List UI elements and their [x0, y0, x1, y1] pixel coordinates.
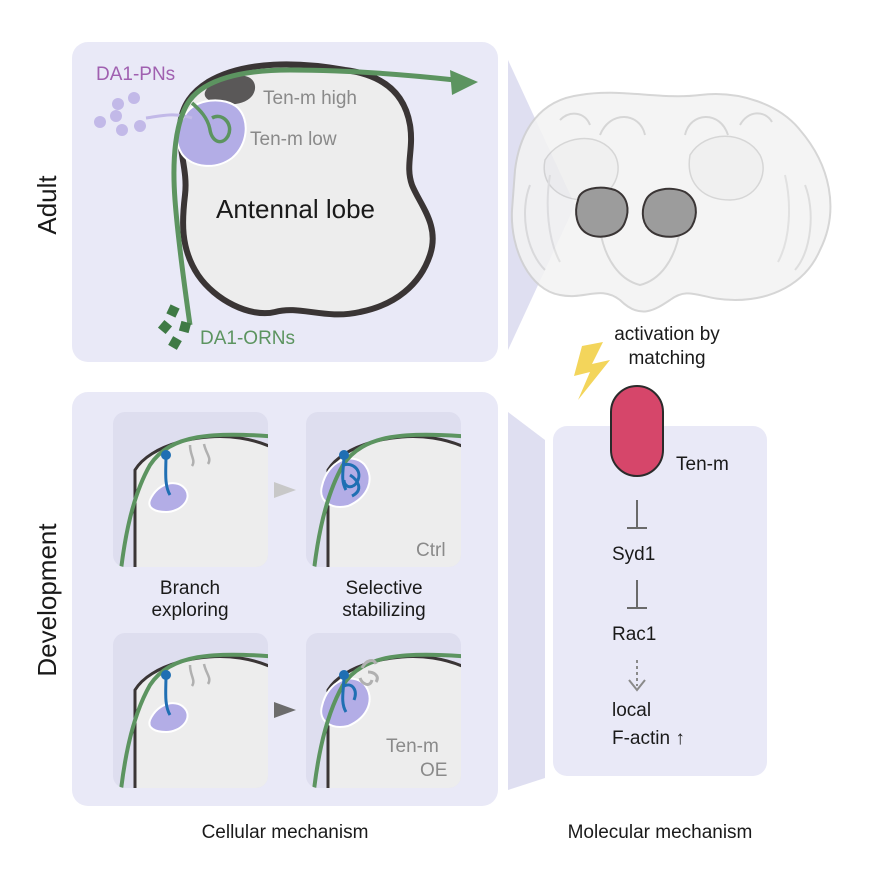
arrow-to-selective	[274, 482, 296, 498]
label-ten-m-low: Ten-m low	[250, 129, 337, 150]
caption-molecular-mechanism: Molecular mechanism	[568, 822, 753, 843]
arrow-to-oe	[274, 702, 296, 718]
label-rac1: Rac1	[612, 624, 656, 645]
ten-m-capsule	[610, 385, 664, 477]
label-factin: F-actin ↑	[612, 728, 685, 749]
brain-antennal-lobe-left	[575, 186, 629, 238]
section-label-adult: Adult	[32, 175, 62, 235]
pn-cell-bodies	[94, 92, 146, 136]
caption-selective: Selective	[345, 578, 422, 599]
subpanel-ten-m-oe: Ten-m OE	[306, 633, 461, 788]
label-ctrl: Ctrl	[416, 540, 446, 561]
caption-cellular-mechanism: Cellular mechanism	[202, 822, 369, 843]
activation-bolt-icon	[574, 342, 610, 400]
molecular-panel-bg	[553, 426, 767, 776]
subpanel-oe-exploring	[113, 633, 268, 788]
label-ten-m-oe-2: OE	[420, 760, 447, 781]
label-activation-2: matching	[628, 348, 705, 369]
label-ten-m: Ten-m	[676, 454, 729, 475]
label-antennal-lobe: Antennal lobe	[216, 194, 375, 224]
pn-axon	[145, 113, 193, 120]
subpanel-branch-exploring	[113, 412, 268, 567]
orn-cell-bodies	[157, 304, 192, 350]
label-local: local	[612, 700, 651, 721]
label-da1-pns: DA1-PNs	[96, 64, 175, 85]
caption-branch: Branch	[160, 578, 220, 599]
label-syd1: Syd1	[612, 544, 655, 565]
orn-arrowhead	[450, 70, 478, 95]
orn-tract	[171, 67, 456, 326]
label-ten-m-oe-1: Ten-m	[386, 736, 439, 757]
label-activation-1: activation by	[614, 324, 720, 345]
caption-stabilizing: stabilizing	[342, 600, 425, 621]
caption-exploring: exploring	[151, 600, 228, 621]
activate-dotted-arrowhead	[628, 679, 646, 692]
zoom-wedge-molecular	[508, 412, 545, 790]
subpanel-selective-stabilizing: Ctrl	[306, 412, 461, 567]
label-ten-m-high: Ten-m high	[263, 88, 357, 109]
brain-antennal-lobe-right	[641, 187, 697, 238]
label-da1-orns: DA1-ORNs	[200, 328, 295, 349]
section-label-development: Development	[32, 523, 62, 677]
orn-branch-loop	[190, 101, 232, 144]
